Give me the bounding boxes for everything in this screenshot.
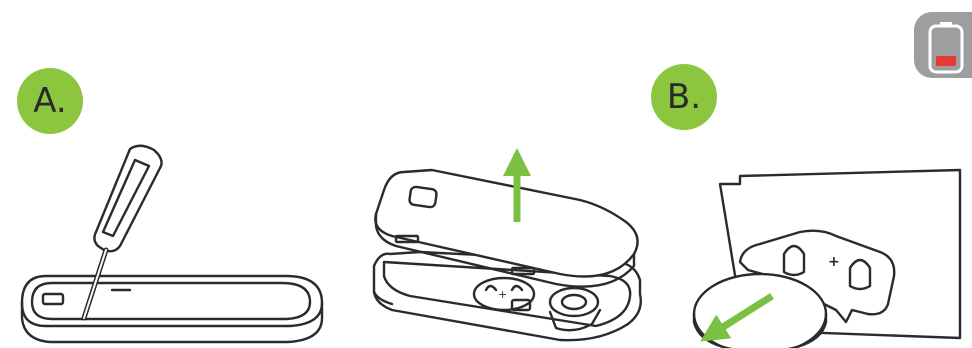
panel-lid-removal: + xyxy=(374,162,641,340)
svg-text:+: + xyxy=(828,254,840,270)
step-a-label: A. xyxy=(33,81,66,121)
low-battery-badge xyxy=(914,12,972,78)
coin-cell-battery xyxy=(694,274,826,348)
panel-b-illustration: + xyxy=(694,170,960,348)
tracker-base-open xyxy=(22,276,322,342)
svg-text:+: + xyxy=(498,288,507,301)
step-b-label: B. xyxy=(667,77,701,117)
step-a-badge: A. xyxy=(17,68,83,134)
low-battery-icon xyxy=(914,12,972,78)
panel-a-illustration xyxy=(22,146,322,342)
step-b-badge: B. xyxy=(651,64,717,130)
